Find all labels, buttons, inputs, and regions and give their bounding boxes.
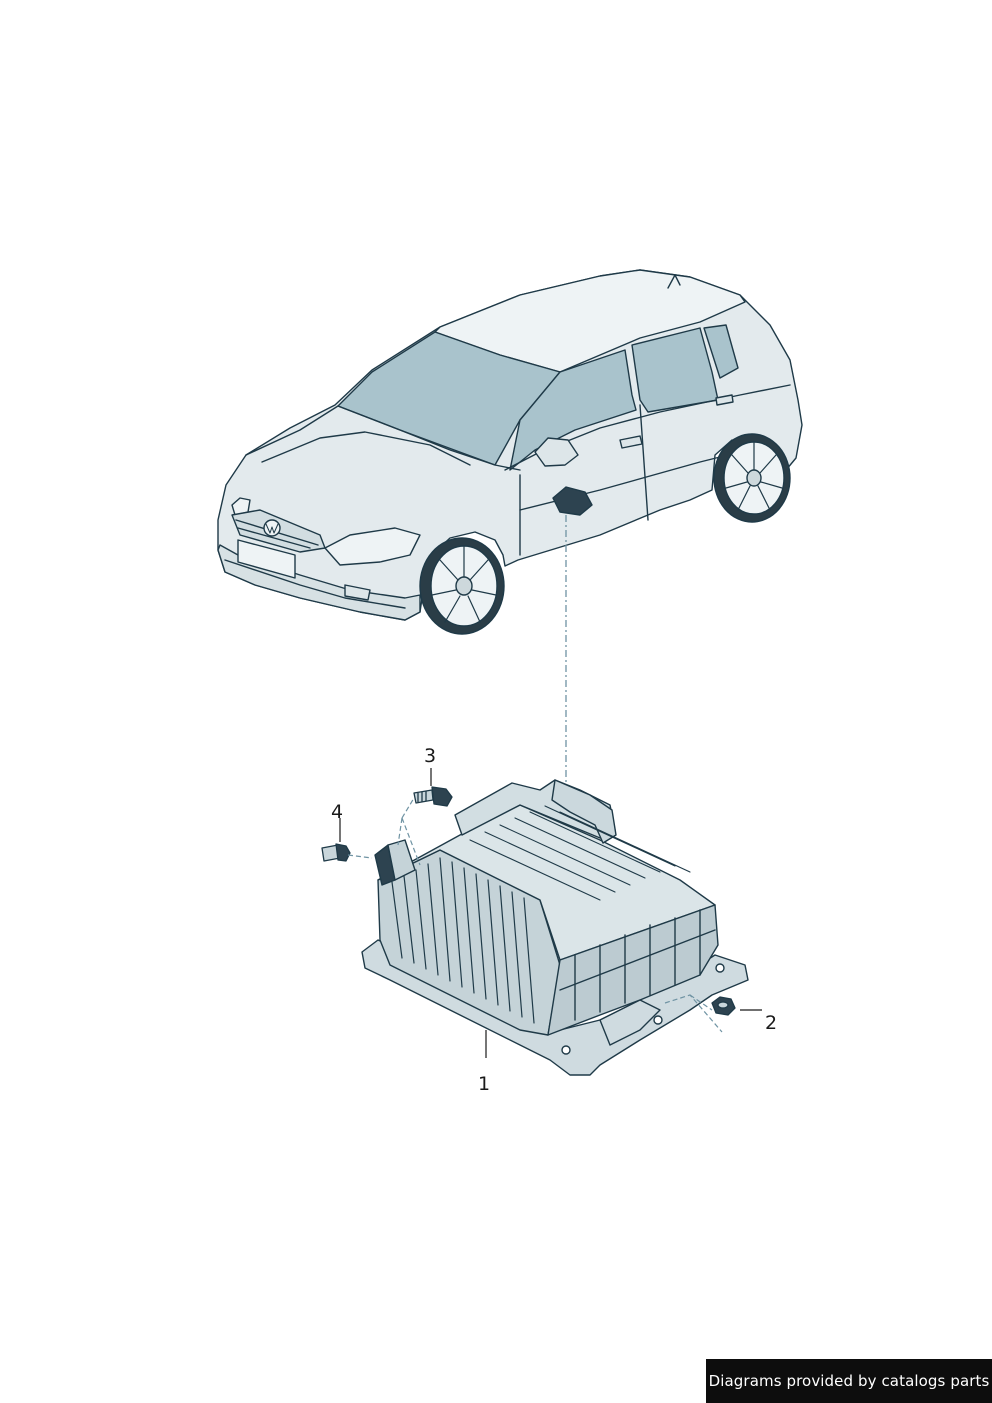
side-mirror	[534, 437, 579, 467]
front-bumper	[217, 544, 421, 621]
control-module	[361, 779, 749, 1076]
quarter-window	[703, 324, 739, 379]
callout-part-1[interactable]: 1	[478, 1073, 491, 1095]
front-wheel	[419, 537, 505, 635]
callout-part-2[interactable]: 2	[765, 1012, 778, 1034]
headlight	[324, 527, 421, 566]
bolt-part-3	[413, 786, 453, 807]
license-plate	[237, 539, 296, 579]
module-location-marker	[552, 486, 593, 516]
rear-wheel	[713, 433, 791, 523]
credit-banner: Diagrams provided by catalogs parts	[706, 1359, 992, 1403]
bolt-part-4	[321, 843, 351, 862]
connector	[551, 779, 617, 844]
vehicle-illustration	[217, 269, 803, 635]
callout-part-3[interactable]: 3	[424, 745, 437, 767]
callout-leaders	[339, 768, 762, 1058]
nut-part-2	[711, 996, 736, 1016]
callout-part-4[interactable]: 4	[331, 801, 344, 823]
assembly-lines	[347, 797, 723, 1033]
